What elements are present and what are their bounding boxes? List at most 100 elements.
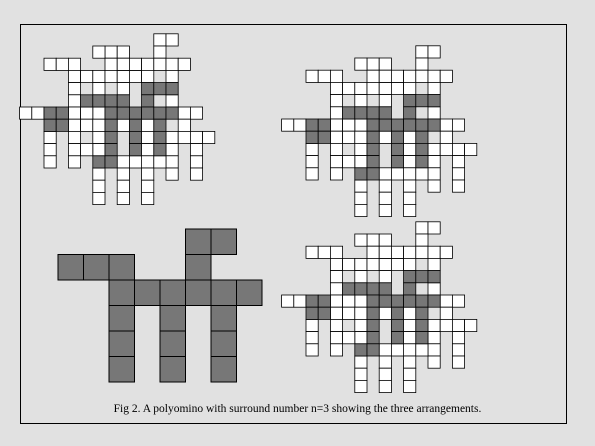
polyomino-cell bbox=[159, 279, 186, 306]
surround-cell bbox=[329, 142, 343, 156]
polyomino-cell bbox=[159, 330, 186, 357]
surround-cell bbox=[403, 379, 417, 393]
polyomino-cell bbox=[210, 305, 237, 332]
figure-caption: Fig 2. A polyomino with surround number … bbox=[113, 403, 482, 415]
surround-cell bbox=[317, 69, 331, 83]
surround-cell bbox=[354, 318, 368, 332]
surround-cell bbox=[427, 45, 441, 59]
surround-cell bbox=[189, 106, 203, 120]
polyomino-cell bbox=[415, 270, 429, 284]
surround-cell bbox=[305, 167, 319, 181]
surround-cell bbox=[427, 142, 441, 156]
surround-cell bbox=[354, 179, 368, 193]
surround-cell bbox=[427, 245, 441, 259]
surround-cell bbox=[366, 257, 380, 271]
surround-cell bbox=[427, 282, 441, 296]
surround-cell bbox=[390, 257, 404, 271]
surround-cell bbox=[451, 118, 465, 132]
surround-cell bbox=[116, 167, 130, 181]
polyomino-cell bbox=[153, 82, 167, 96]
surround-cell bbox=[427, 355, 441, 369]
surround-cell bbox=[329, 257, 343, 271]
surround-cell bbox=[116, 70, 130, 84]
surround-cell bbox=[80, 106, 94, 120]
surround-cell bbox=[403, 203, 417, 217]
polyomino-cell bbox=[305, 130, 319, 144]
polyomino-cell bbox=[83, 254, 110, 281]
polyomino-cell bbox=[128, 130, 142, 144]
surround-cell bbox=[342, 306, 356, 320]
surround-cell bbox=[378, 69, 392, 83]
surround-cell bbox=[439, 142, 453, 156]
polyomino-cell bbox=[390, 318, 404, 332]
surround-cell bbox=[342, 118, 356, 132]
surround-cell bbox=[378, 167, 392, 181]
polyomino-cell bbox=[415, 118, 429, 132]
surround-cell bbox=[354, 306, 368, 320]
polyomino-cell bbox=[390, 118, 404, 132]
polyomino-cell bbox=[141, 94, 155, 108]
surround-cell bbox=[390, 69, 404, 83]
surround-cell bbox=[354, 203, 368, 217]
surround-cell bbox=[116, 155, 130, 169]
surround-cell bbox=[141, 167, 155, 181]
polyomino-cell bbox=[305, 118, 319, 132]
surround-cell bbox=[354, 379, 368, 393]
polyomino-cell bbox=[378, 106, 392, 120]
surround-cell bbox=[451, 331, 465, 345]
surround-cell bbox=[439, 130, 453, 144]
surround-cell bbox=[80, 143, 94, 157]
polyomino-cell bbox=[366, 155, 380, 169]
surround-cell bbox=[427, 106, 441, 120]
surround-cell bbox=[165, 143, 179, 157]
polyomino-cell bbox=[366, 142, 380, 156]
surround-cell bbox=[415, 45, 429, 59]
surround-cell bbox=[43, 143, 57, 157]
surround-cell bbox=[378, 233, 392, 247]
surround-cell bbox=[354, 130, 368, 144]
surround-cell bbox=[378, 203, 392, 217]
polyomino-cell bbox=[104, 143, 118, 157]
surround-cell bbox=[128, 57, 142, 71]
surround-cell bbox=[415, 57, 429, 71]
surround-cell bbox=[68, 118, 82, 132]
surround-cell bbox=[305, 331, 319, 345]
surround-cell bbox=[354, 155, 368, 169]
polyomino-cell bbox=[317, 130, 331, 144]
polyomino-cell bbox=[159, 305, 186, 332]
polyomino-cell bbox=[116, 106, 130, 120]
surround-cell bbox=[177, 57, 191, 71]
surround-cell bbox=[354, 57, 368, 71]
polyomino-cell bbox=[366, 318, 380, 332]
surround-cell bbox=[141, 143, 155, 157]
surround-cell bbox=[165, 33, 179, 47]
surround-cell bbox=[68, 82, 82, 96]
surround-cell bbox=[189, 130, 203, 144]
polyomino-cell bbox=[403, 282, 417, 296]
surround-cell bbox=[415, 343, 429, 357]
surround-cell bbox=[305, 245, 319, 259]
surround-cell bbox=[427, 318, 441, 332]
surround-cell bbox=[116, 45, 130, 59]
surround-cell bbox=[354, 233, 368, 247]
surround-cell bbox=[366, 245, 380, 259]
surround-cell bbox=[354, 191, 368, 205]
surround-cell bbox=[403, 343, 417, 357]
polyomino-cell bbox=[366, 343, 380, 357]
surround-cell bbox=[403, 142, 417, 156]
polyomino-cell bbox=[415, 294, 429, 308]
polyomino-cell bbox=[92, 94, 106, 108]
surround-cell bbox=[68, 94, 82, 108]
polyomino-cell bbox=[403, 94, 417, 108]
polyomino-cell bbox=[415, 306, 429, 320]
surround-cell bbox=[403, 355, 417, 369]
polyomino-cell bbox=[165, 82, 179, 96]
surround-cell bbox=[439, 118, 453, 132]
surround-cell bbox=[104, 70, 118, 84]
surround-cell bbox=[165, 94, 179, 108]
surround-cell bbox=[116, 57, 130, 71]
surround-cell bbox=[415, 69, 429, 83]
surround-cell bbox=[116, 191, 130, 205]
polyomino-cell bbox=[236, 279, 263, 306]
polyomino-cell bbox=[366, 294, 380, 308]
